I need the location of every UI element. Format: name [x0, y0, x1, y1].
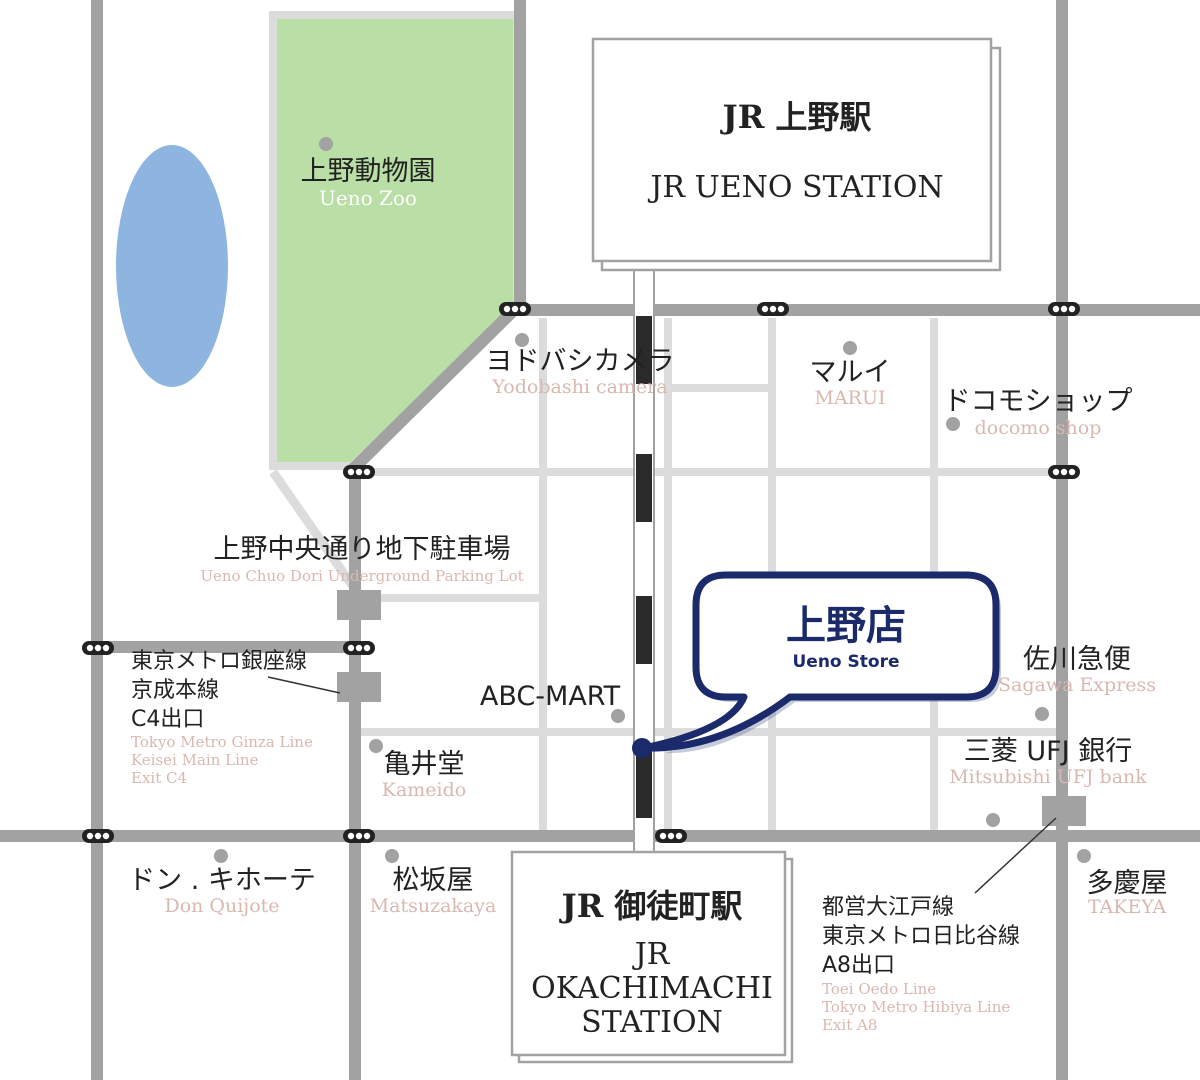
- traffic-light-icon: [655, 829, 687, 843]
- sagawa-label-en: Sagawa Express: [997, 674, 1157, 696]
- traffic-light-icon: [82, 829, 114, 843]
- takeya-label-en: TAKEYA: [1087, 896, 1167, 918]
- okachimachi-station-name-jp: JR 御徒町駅: [561, 887, 743, 925]
- docomo-label-jp: ドコモショップ: [943, 386, 1133, 417]
- abc-mart-label: ABC-MART: [479, 681, 621, 712]
- zoo-label-en: Ueno Zoo: [319, 186, 417, 210]
- exit-c4-marker: [337, 672, 381, 702]
- store-name-jp: 上野店: [786, 603, 906, 649]
- sagawa-label-jp: 佐川急便: [1023, 644, 1131, 675]
- traffic-light-icon: [343, 465, 375, 479]
- marui-label-jp: マルイ: [809, 357, 891, 388]
- okachimachi-station-en-line3: STATION: [581, 1005, 723, 1040]
- traffic-light-icon: [1048, 465, 1080, 479]
- parking-label-jp: 上野中央通り地下駐車場: [213, 534, 511, 565]
- leader-lines: [267, 676, 1057, 894]
- exit-c4-jp-line1: 東京メトロ銀座線: [131, 649, 308, 674]
- zoo-label-jp: 上野動物園: [300, 156, 436, 187]
- traffic-light-icon: [499, 302, 531, 316]
- ueno-station-name-en: JR UENO STATION: [650, 170, 944, 205]
- matsuzakaya-label-jp: 松坂屋: [392, 865, 474, 896]
- parking-label-en: Ueno Chuo Dori Underground Parking Lot: [200, 567, 524, 585]
- traffic-light-icon: [1048, 302, 1080, 316]
- yodobashi-label-en: Yodobashi camera: [492, 376, 668, 398]
- marui-label-en: MARUI: [814, 387, 886, 409]
- store-callout: [632, 571, 1001, 758]
- exit-c4-jp-line2: 京成本線: [131, 678, 220, 703]
- traffic-light-icon: [82, 641, 114, 655]
- yodobashi-label-jp: ヨドバシカメラ: [485, 346, 675, 377]
- exit-c4-en-line3: Exit C4: [131, 769, 188, 787]
- exit-c4-en-line1: Tokyo Metro Ginza Line: [131, 733, 313, 751]
- exit-c4-en-line2: Keisei Main Line: [131, 751, 259, 769]
- traffic-light-icon: [343, 641, 375, 655]
- exit-c4-jp-line3: C4出口: [131, 707, 205, 732]
- exit-a8-jp-line2: 東京メトロ日比谷線: [822, 924, 1021, 949]
- exit-a8-en-line2: Tokyo Metro Hibiya Line: [822, 998, 1011, 1016]
- kameido-label-en: Kameido: [381, 779, 467, 801]
- mufg-label-jp: 三菱 UFJ 銀行: [963, 736, 1133, 767]
- okachimachi-station-en-line2: OKACHIMACHI: [531, 971, 773, 1006]
- exit-a8-en-line1: Toei Oedo Line: [822, 980, 937, 998]
- shinobazu-pond: [116, 145, 228, 387]
- exit-a8-marker: [1042, 796, 1086, 826]
- okachimachi-station-box: [510, 850, 794, 1064]
- ueno-station-name-jp: JR 上野駅: [722, 98, 872, 136]
- exit-a8-jp-line3: A8出口: [822, 953, 896, 978]
- okachimachi-station-en-line1: JR: [634, 937, 670, 972]
- traffic-light-icon: [343, 829, 375, 843]
- don-quijote-label-en: Don Quijote: [164, 895, 280, 917]
- ueno-park: [269, 11, 521, 470]
- store-name-en: Ueno Store: [792, 652, 900, 672]
- ueno-station-box: [591, 37, 1002, 272]
- traffic-light-icon: [757, 302, 789, 316]
- matsuzakaya-label-en: Matsuzakaya: [369, 895, 497, 917]
- docomo-label-en: docomo shop: [974, 417, 1102, 439]
- mufg-label-en: Mitsubishi UFJ bank: [949, 766, 1147, 788]
- traffic-lights: [82, 302, 1080, 843]
- exit-a8-en-line3: Exit A8: [822, 1016, 878, 1034]
- takeya-label-jp: 多慶屋: [1086, 868, 1168, 899]
- don-quijote-label-jp: ドン . キホーテ: [128, 865, 316, 896]
- landmark-dots: [214, 137, 1091, 863]
- parking-entrance: [337, 590, 381, 620]
- kameido-label-jp: 亀井堂: [383, 749, 465, 780]
- exit-a8-jp-line1: 都営大江戸線: [822, 895, 955, 920]
